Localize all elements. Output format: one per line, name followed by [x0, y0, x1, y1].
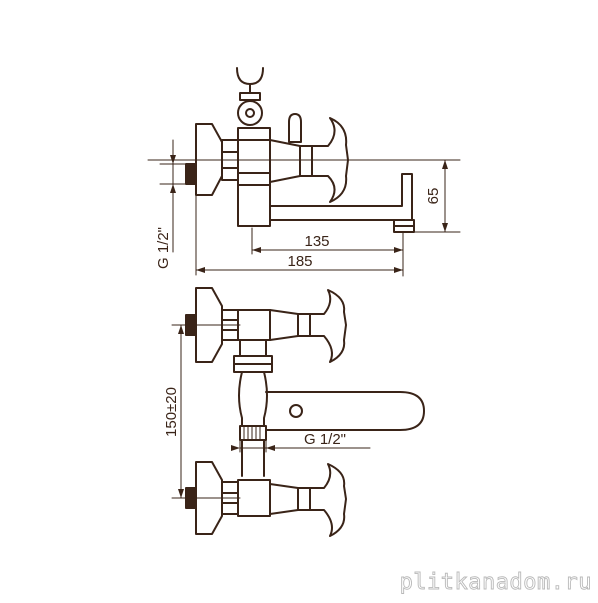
front-view-dimension-lines: [171, 324, 371, 499]
dim-spout-length: 135: [304, 233, 329, 250]
watermark: plitkanadom.ru: [400, 570, 592, 595]
side-view-mixer: [185, 67, 415, 233]
shower-holder-hook: [236, 67, 264, 85]
mixer-body-top: [237, 127, 271, 186]
wall-flange-lower: [195, 461, 223, 535]
dim-thread-bottom: G 1/2": [304, 431, 346, 448]
mixer-body-front: [238, 371, 268, 427]
side-view-arrowheads: [170, 155, 448, 273]
diverter-ring: [237, 100, 263, 126]
cross-handle-top: [311, 117, 349, 203]
spout-front: [265, 391, 425, 431]
cross-handle-upper: [309, 289, 347, 363]
spout-top: [269, 173, 413, 221]
spout-set-screw: [289, 404, 303, 418]
dim-thread-top: G 1/2": [155, 227, 172, 269]
dim-overall-length: 185: [287, 253, 312, 270]
cross-handle-lower: [309, 463, 347, 537]
diverter-knob: [288, 113, 302, 143]
wall-flange-upper: [195, 287, 223, 363]
front-view-arrowheads: [178, 325, 275, 498]
dim-spout-height: 65: [425, 188, 442, 205]
dim-center-distance: 150±20: [163, 387, 180, 437]
